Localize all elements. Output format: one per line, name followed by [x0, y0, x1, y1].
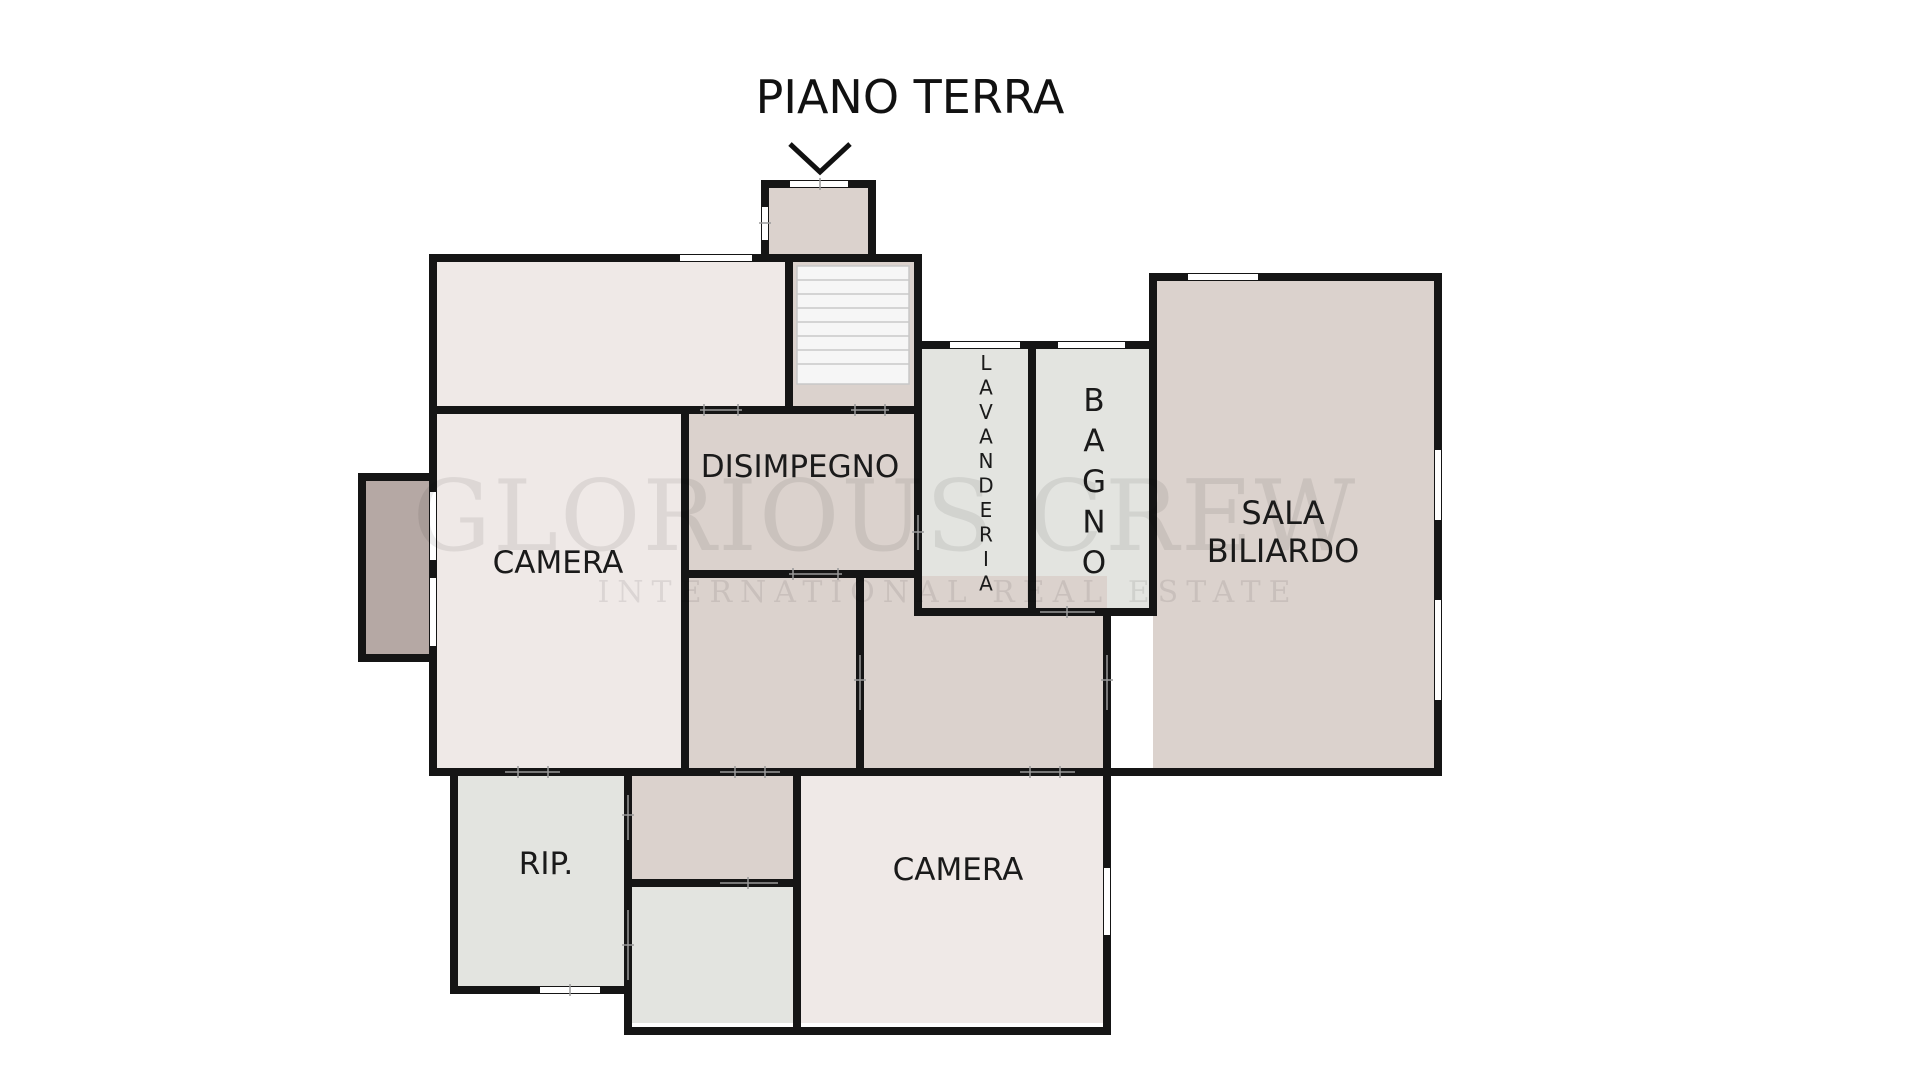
room-camera-bottom [797, 774, 1107, 1023]
room-label-ripostiglio: RIP. [519, 846, 573, 882]
lavanderia-label-letter: A [979, 572, 993, 596]
doors [505, 178, 1113, 996]
bagno-label-letter: B [1083, 383, 1104, 419]
room-top-left [437, 260, 789, 410]
room-small-bottom-a [630, 774, 793, 882]
bagno-label-letter: O [1082, 545, 1106, 581]
watermark-brand: GLORIOUS CREW [413, 460, 1357, 574]
lavanderia-label-letter: L [980, 351, 992, 375]
room-lavanderia [922, 345, 1030, 610]
room-disimpegno [688, 412, 918, 574]
lavanderia-label-letter: E [980, 498, 993, 522]
room-small-bottom-b [630, 885, 793, 1023]
room-corridor-upper [922, 612, 1107, 652]
watermark-tagline: INTERNATIONAL REAL ESTATE [597, 575, 1298, 610]
lavanderia-label-letter: I [983, 547, 989, 571]
room-label-disimpegno: DISIMPEGNO [701, 449, 899, 485]
room-entry [765, 184, 872, 256]
room-balcony [362, 477, 434, 658]
room-sala-biliardo [1153, 277, 1436, 768]
bagno-label-letter: A [1083, 424, 1104, 460]
bagno-label-letter: N [1082, 505, 1105, 541]
lavanderia-label-letter: A [979, 376, 993, 400]
room-bagno [1034, 345, 1149, 610]
lavanderia-label-letter: R [979, 523, 993, 547]
lavanderia-label-letter: D [978, 474, 993, 498]
entrance-arrow-icon [788, 142, 852, 176]
room-label-sala-line1: SALA [1241, 494, 1324, 532]
room-label-camera-bottom: CAMERA [893, 852, 1024, 888]
room-label-camera-left: CAMERA [493, 545, 624, 581]
bagno-label-letter: G [1082, 464, 1106, 500]
lavanderia-label-letter: V [979, 400, 993, 424]
stairs [796, 265, 910, 385]
floor-title: PIANO TERRA [756, 70, 1065, 124]
room-label-sala-line2: BILIARDO [1207, 532, 1360, 570]
lavanderia-label-letter: A [979, 425, 993, 449]
windows [430, 181, 1441, 993]
room-ripostiglio [456, 774, 627, 988]
room-small-center [688, 576, 858, 770]
lavanderia-label-letter: N [979, 449, 994, 473]
room-camera-left [437, 412, 685, 770]
